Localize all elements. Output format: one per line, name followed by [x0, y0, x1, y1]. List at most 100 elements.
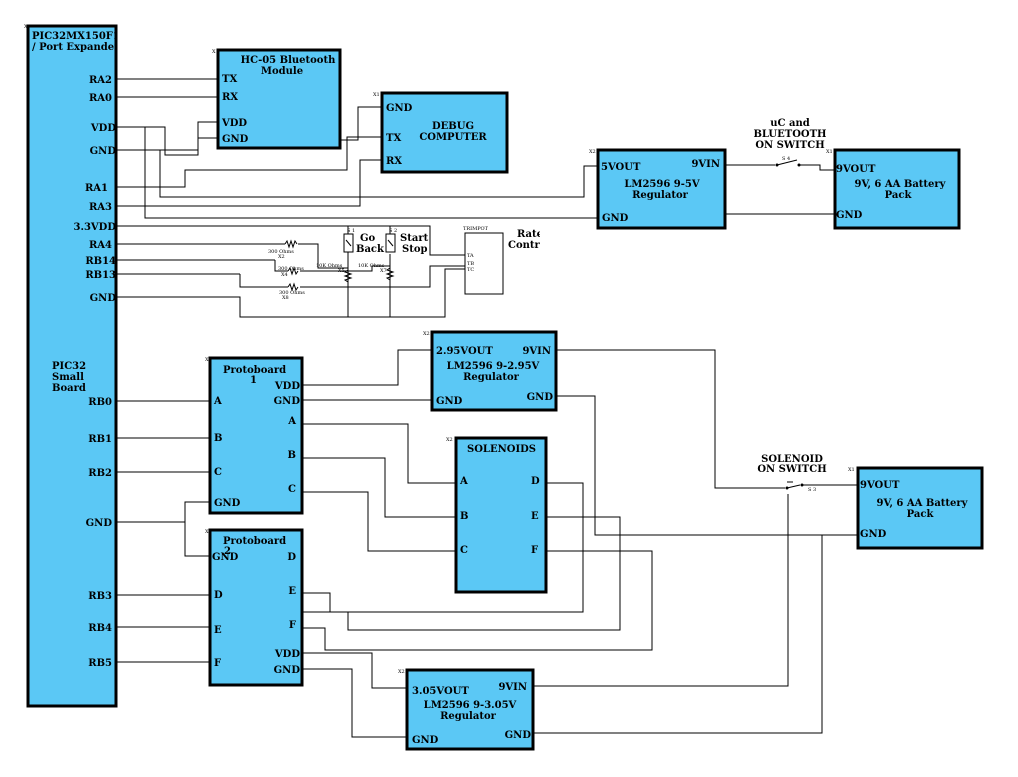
- pic32-pin: GND: [90, 293, 117, 304]
- wires: [116, 78, 858, 738]
- proto2-pin: D: [287, 552, 296, 563]
- rate-control-line2: Control: [508, 240, 550, 251]
- bluetooth-pin: GND: [222, 134, 249, 145]
- trimpot-pin: TA: [467, 253, 474, 259]
- pic32-pin: VDD: [90, 123, 116, 134]
- button-s2-ref: S 2: [389, 228, 397, 234]
- resistor-10k-label: 10K Ohms: [358, 263, 385, 269]
- pic32-board: X PIC32MX150F128 / Port Expander PIC32 S…: [24, 24, 120, 708]
- pic32-center-line3: Board: [52, 383, 86, 394]
- switch-solenoid: SOLENOID ON SWITCH S 3: [757, 454, 826, 493]
- pic32-pin: GND: [90, 146, 117, 157]
- rate-control-line1: Rate: [517, 229, 543, 240]
- switch-uc-ref: S 4: [782, 156, 790, 162]
- trimpot-label: TRIMPOT: [463, 226, 489, 232]
- trimpot: TRIMPOT TA TB TC Rate Control: [463, 226, 550, 295]
- resistor-r7: [385, 267, 395, 281]
- reg305-gnd-pin: GND: [412, 735, 439, 746]
- proto1-pin: B: [214, 433, 222, 444]
- protoboard-2: X Protoboard 2 GND D E F D E F VDD GND: [205, 528, 304, 687]
- bluetooth-title-line2: Module: [261, 66, 303, 77]
- solenoids-pin: C: [460, 545, 468, 556]
- start-stop-label-line1: Start: [400, 233, 429, 244]
- debug-pin: TX: [386, 133, 401, 144]
- resistor-x4-label: X4: [281, 272, 288, 278]
- batt2-title-line1: 9V, 6 AA Battery: [877, 498, 969, 509]
- debug-title-line1: DEBUG: [432, 121, 474, 132]
- reg305-in-pin: 9VIN: [498, 682, 527, 693]
- batt2-title-line2: Pack: [907, 509, 935, 520]
- batt1-out-pin: 9VOUT: [836, 164, 876, 175]
- reg5v-ref: X2: [589, 149, 596, 155]
- bluetooth-ref: X: [212, 49, 216, 55]
- reg295-gnd-pin: GND: [436, 396, 463, 407]
- bluetooth-pin: TX: [222, 74, 237, 85]
- battery-pack-1: X1 9VOUT 9V, 6 AA Battery Pack GND: [826, 148, 961, 230]
- reg305-out-pin: 3.05VOUT: [412, 686, 469, 697]
- batt1-ref: X1: [826, 149, 833, 155]
- resistor-300-label: 300 Ohms: [279, 290, 305, 296]
- reg295-title-line2: Regulator: [463, 372, 520, 383]
- debug-title-line2: COMPUTER: [419, 132, 487, 143]
- pic32-pin: RB13: [85, 270, 116, 281]
- proto1-ref: X: [205, 357, 209, 363]
- proto1-title-line2: 1: [250, 375, 257, 386]
- bluetooth-pin: RX: [222, 92, 238, 103]
- trimpot-pin: TC: [467, 267, 474, 273]
- reg305-ref: X2: [398, 669, 405, 675]
- pic32-center-line2: Small: [52, 372, 84, 383]
- reg295-gnd2-pin: GND: [527, 392, 554, 403]
- batt2-out-pin: 9VOUT: [860, 480, 900, 491]
- batt1-title-line1: 9V, 6 AA Battery: [855, 179, 947, 190]
- proto1-pin: GND: [274, 396, 301, 407]
- pic32-pin: RB3: [88, 591, 112, 602]
- proto2-pin: GND: [274, 665, 301, 676]
- bluetooth-module: X HC-05 Bluetooth Module TX RX VDD GND: [212, 48, 342, 150]
- reg295-out-pin: 2.95VOUT: [436, 346, 493, 357]
- proto2-pin: VDD: [274, 649, 300, 660]
- proto2-ref: X: [205, 529, 209, 535]
- pic32-pin: GND: [86, 518, 113, 529]
- button-network: 300 Ohms X2 300 Ohms X4 300 Ohms X8 10K …: [268, 228, 429, 301]
- resistor-r5: [343, 269, 353, 283]
- regulator-2-95v: X2 2.95VOUT 9VIN LM2596 9-2.95V Regulato…: [423, 330, 558, 412]
- pic32-center-line1: PIC32: [52, 361, 86, 372]
- proto1-pin: C: [214, 467, 222, 478]
- pic32-pin: RA1: [85, 183, 108, 194]
- proto2-title-line1: Protoboard: [223, 536, 286, 547]
- switch-uc-line1: uC and: [770, 118, 809, 129]
- reg295-title-line1: LM2596 9-2.95V: [447, 361, 540, 372]
- batt1-gnd-pin: GND: [836, 210, 863, 221]
- switch-sol-line2: ON SWITCH: [757, 464, 826, 475]
- solenoids-pin: B: [460, 511, 468, 522]
- protoboard-1: X Protoboard 1 A B C GND VDD GND A B C: [205, 356, 304, 515]
- pic32-pin: RA0: [89, 93, 112, 104]
- proto2-pin: F: [289, 620, 296, 631]
- reg305-gnd2-pin: GND: [505, 730, 532, 741]
- proto2-title-line2: 2: [224, 546, 231, 557]
- resistor-300-label: 300 Ohms: [268, 249, 294, 255]
- reg5v-in-pin: 9VIN: [691, 159, 720, 170]
- pic32-pin: RA3: [89, 202, 112, 213]
- pic32-title-line2: / Port Expander: [32, 42, 120, 53]
- reg305-title-line2: Regulator: [440, 711, 497, 722]
- go-back-label-line2: Back: [356, 244, 385, 255]
- reg5v-out-pin: 5VOUT: [601, 162, 641, 173]
- button-s1-ref: S 1: [347, 228, 355, 234]
- pic32-pin: RB5: [88, 658, 112, 669]
- resistor-r2: [284, 239, 298, 249]
- debug-ref: X1: [373, 92, 380, 98]
- trimpot-pin: TB: [467, 261, 474, 267]
- switch-uc-bluetooth: uC and BLUETOOTH ON SWITCH S 4: [753, 118, 827, 167]
- solenoids-pin: E: [531, 511, 539, 522]
- pic32-pin: RB0: [88, 397, 112, 408]
- resistor-10k-label: 10K Ohms: [316, 263, 343, 269]
- proto2-pin: E: [214, 625, 222, 636]
- solenoids-pin: D: [531, 476, 540, 487]
- solenoids-block: X2 SOLENOIDS A B C D E F: [446, 436, 548, 594]
- proto1-pin: C: [288, 484, 296, 495]
- batt2-ref: X1: [848, 467, 855, 473]
- pic32-pin: RB2: [88, 468, 112, 479]
- proto1-pin: GND: [214, 498, 241, 509]
